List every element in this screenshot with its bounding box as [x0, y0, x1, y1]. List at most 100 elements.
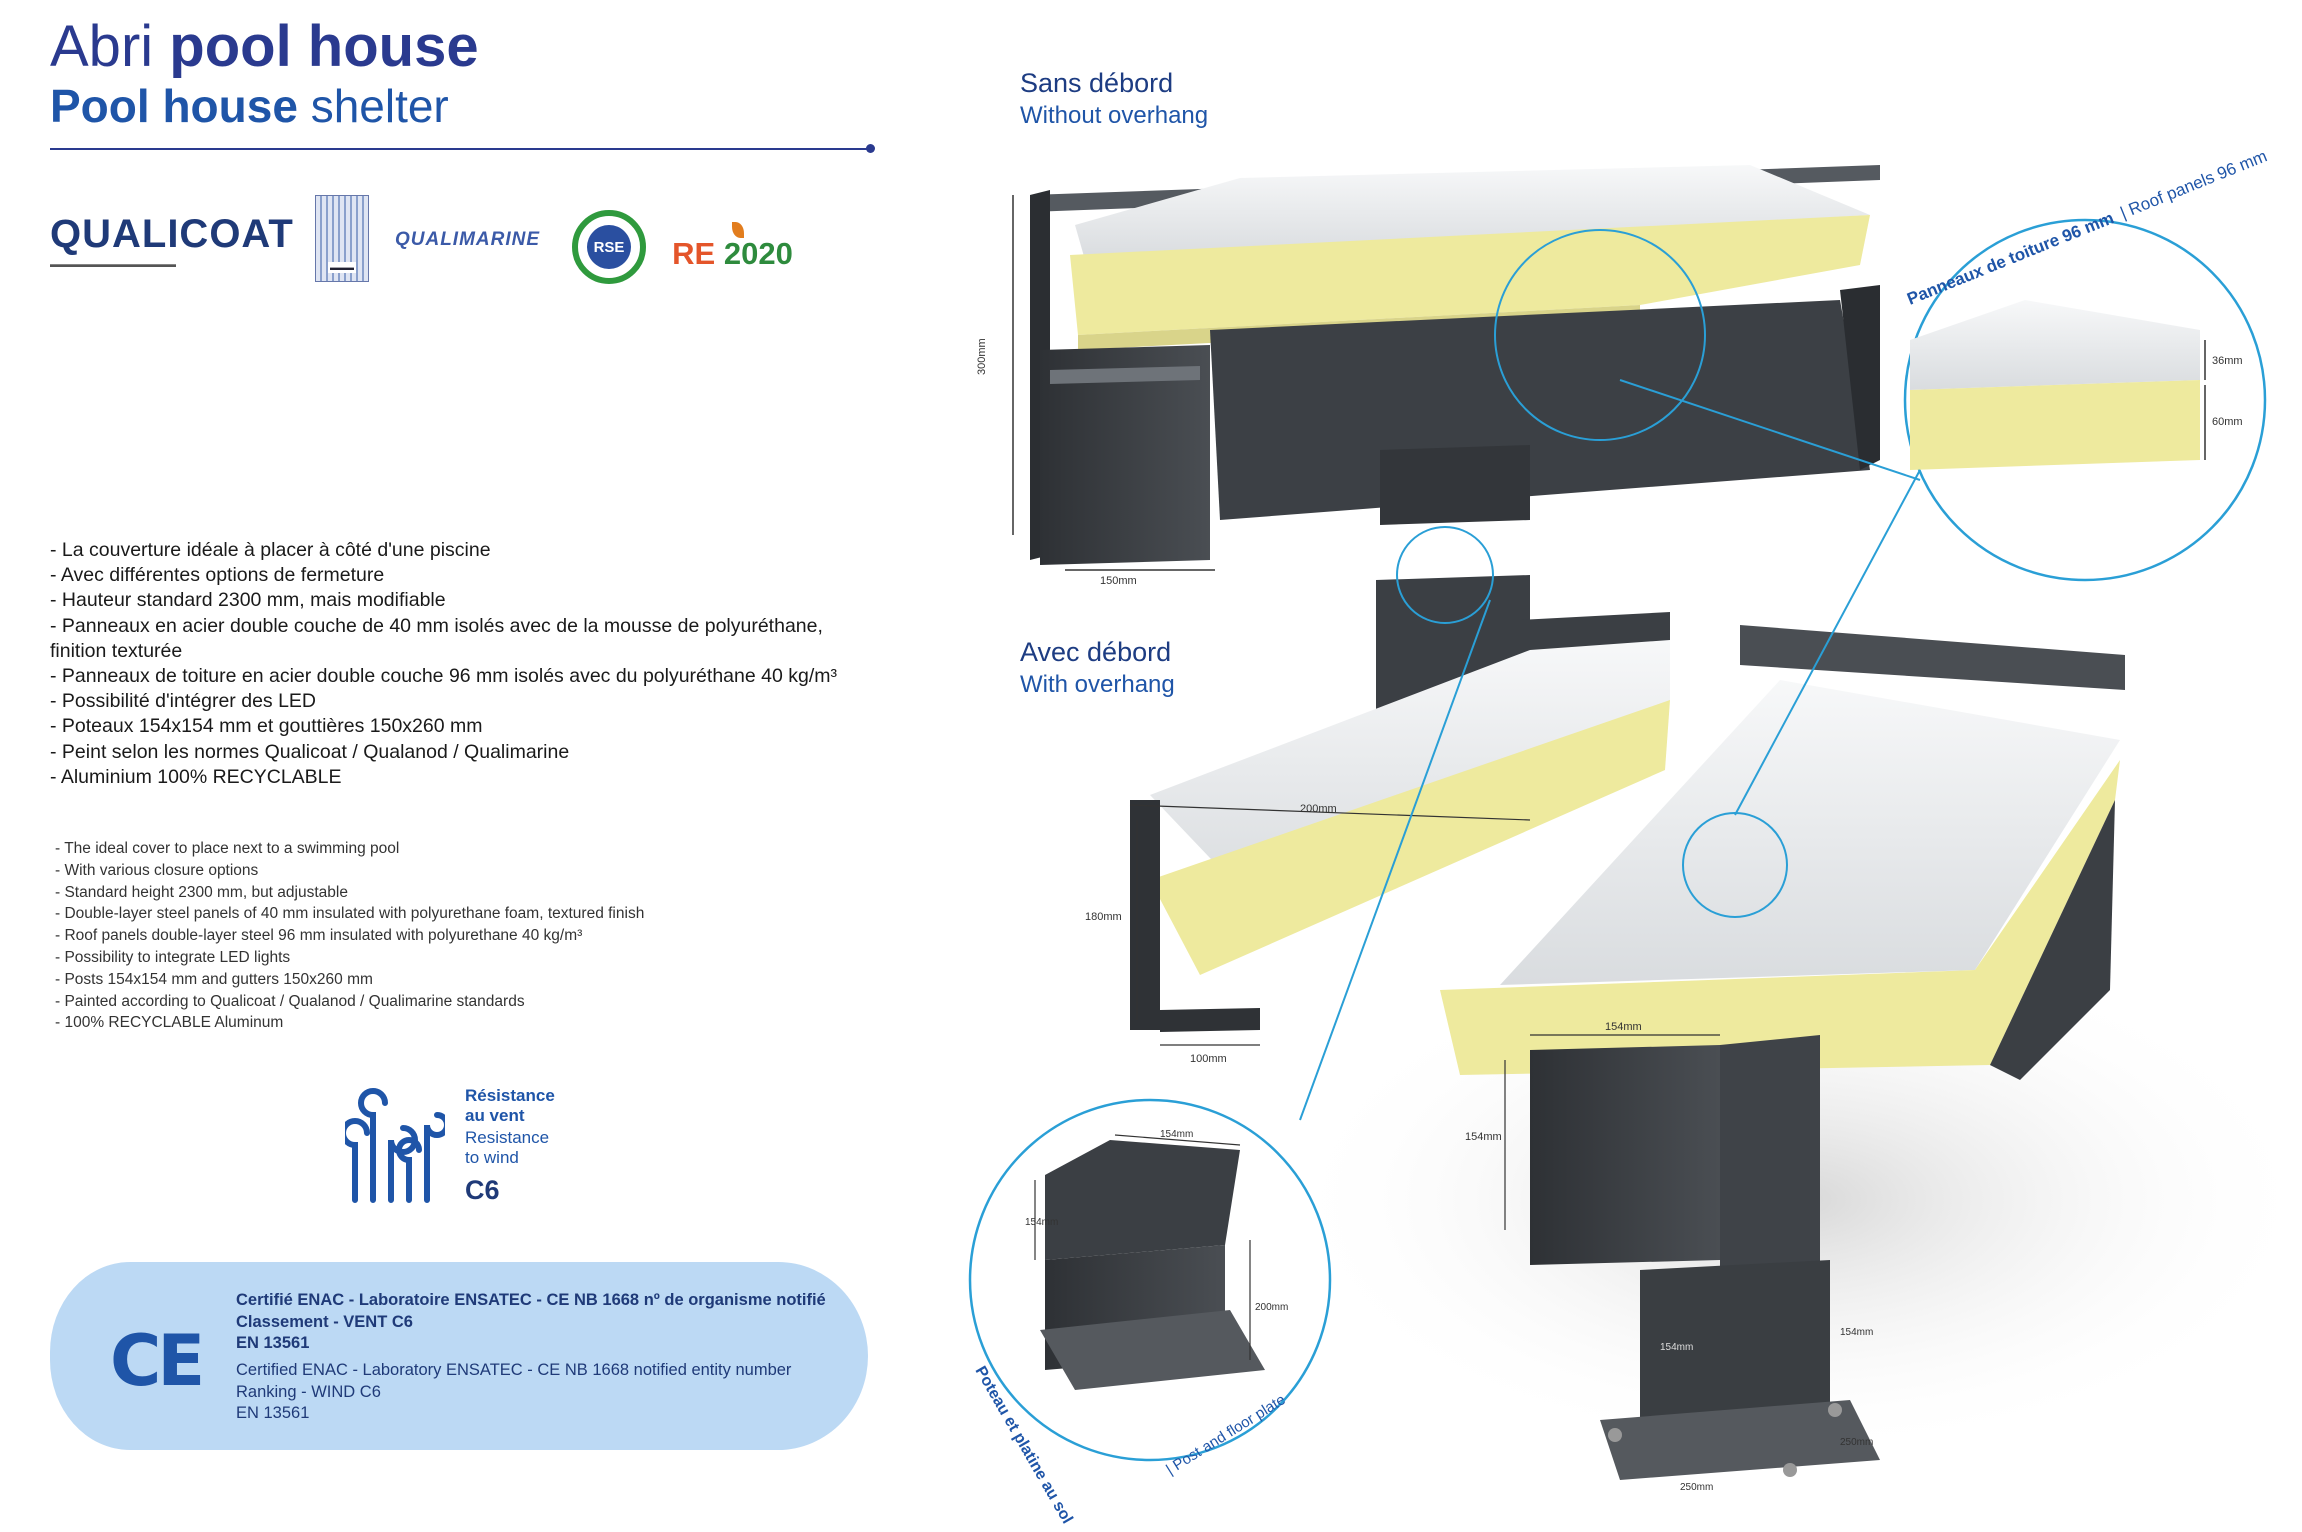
- dim-gutter-w: 150mm: [1100, 575, 1137, 587]
- dim-base-depth: 250mm: [1840, 1437, 1873, 1448]
- qualimarine-logo: QUALIMARINE: [395, 205, 539, 275]
- gutter-profile: [1040, 345, 1210, 565]
- page-subtitle: Pool house shelter: [50, 78, 449, 134]
- post-stub: [1380, 445, 1530, 525]
- dim-plate-w: 154mm: [1160, 1129, 1193, 1140]
- qualanod-logo: ▬▬▬: [315, 195, 369, 282]
- roof-detail-top: [1910, 300, 2200, 390]
- view-title-with-overhang-fr: Avec débord: [1020, 637, 1172, 667]
- dim-base-side: 154mm: [1840, 1327, 1873, 1338]
- ce-mark: CE: [110, 1320, 205, 1402]
- post-side: [1720, 1035, 1820, 1290]
- qualimarine-wordmark: QUALIMARINE: [394, 229, 541, 250]
- detail-floor-plate: [1040, 1310, 1265, 1390]
- subtitle-thin: shelter: [310, 80, 449, 132]
- cert-fr-line: EN 13561: [236, 1334, 310, 1352]
- base-plate: [1600, 1400, 1880, 1480]
- dim-post-h: 154mm: [1465, 1131, 1502, 1143]
- qualanod-seal-graphic: ▬▬▬: [328, 262, 356, 273]
- wind-label-fr: Résistance au vent: [465, 1086, 555, 1126]
- cert-en-line: Certified ENAC - Laboratory ENSATEC - CE…: [236, 1361, 792, 1379]
- title-divider-dot: [866, 144, 875, 153]
- roof-detail-connector: [1619, 379, 1921, 481]
- wind-class: C6: [465, 1175, 500, 1205]
- dim-panel-top: 36mm: [2212, 355, 2243, 367]
- qualicoat-subline-graphic: ▬▬▬▬▬▬▬▬▬▬▬▬▬▬: [50, 258, 176, 269]
- post-source-circle: [1396, 526, 1494, 624]
- feature-item-en: - The ideal cover to place next to a swi…: [55, 840, 400, 857]
- dim-overhang-w: 200mm: [1300, 803, 1337, 815]
- subtitle-bold: Pool house: [50, 80, 298, 132]
- feature-item-fr: - La couverture idéale à placer à côté d…: [50, 539, 491, 561]
- dim-overhang-h: 180mm: [1085, 911, 1122, 923]
- left-gutter-end: [1130, 800, 1160, 1030]
- post-floor-plate-detail: [968, 1098, 1332, 1462]
- re2020-re: RE: [672, 236, 716, 271]
- gutter-rib: [1050, 366, 1200, 384]
- features-english: - The ideal cover to place next to a swi…: [55, 838, 885, 1034]
- cert-en-line: Ranking - WIND C6: [236, 1382, 381, 1401]
- cert-fr-line: Classement - VENT C6: [236, 1312, 413, 1331]
- right-beam: [1990, 800, 2115, 1080]
- main-beam: [1210, 300, 1870, 520]
- qualicoat-logo: QUALICOAT ▬▬▬▬▬▬▬▬▬▬▬▬▬▬: [50, 205, 293, 275]
- feature-item-en: - Double-layer steel panels of 40 mm ins…: [55, 905, 645, 923]
- feature-item-en: - Possibility to integrate LED lights: [55, 948, 291, 966]
- beam-end: [1840, 285, 1880, 470]
- without-overhang-assembly: [1012, 165, 1880, 571]
- dim-line-overhang-w: [1129, 804, 1531, 821]
- base-post: [1640, 1260, 1830, 1440]
- wind-fr-line2: au vent: [465, 1106, 525, 1125]
- feature-item-en: - 100% RECYCLABLE Aluminum: [55, 1014, 284, 1032]
- dim-base-w: 250mm: [1680, 1482, 1713, 1493]
- title-bold: pool house: [169, 14, 479, 79]
- feature-item-fr: - Peint selon les normes Qualicoat / Qua…: [50, 740, 570, 763]
- feature-item-en: - Standard height 2300 mm, but adjustabl…: [55, 883, 348, 901]
- re2020-year: 2020: [723, 236, 793, 271]
- right-back-rail: [1740, 625, 2125, 690]
- dim-plate-d: 154mm: [1025, 1217, 1058, 1228]
- certification-box: [50, 1262, 868, 1450]
- wind-label-en: Resistance to wind: [465, 1128, 549, 1168]
- qualicoat-wordmark: QUALICOAT: [50, 211, 294, 256]
- detail-post-top: [1045, 1140, 1240, 1260]
- dim-line-plate-w: [1114, 1134, 1241, 1146]
- cert-fr-line: Certifié ENAC - Laboratoire ENSATEC - CE…: [236, 1291, 826, 1309]
- dim-gutter-h: 300mm: [976, 338, 988, 375]
- wind-en-line2: to wind: [465, 1148, 519, 1167]
- title-thin: Abri: [50, 14, 154, 79]
- post-detail-connector: [1299, 599, 1491, 1121]
- view-title-with-overhang-en: With overhang: [1020, 671, 1175, 698]
- view-title-without-overhang-en: Without overhang: [1020, 102, 1209, 129]
- feature-item-en: - Painted according to Qualicoat / Quala…: [55, 992, 525, 1010]
- feature-item-fr: - Aluminium 100% RECYCLABLE: [50, 765, 342, 788]
- roof-foam-band: [1070, 215, 1870, 335]
- dim-panel-bottom: 60mm: [2212, 416, 2243, 428]
- feature-item-fr: - Panneaux en acier double couche de 40 …: [50, 614, 823, 662]
- roof-detail-source-circle: [1494, 229, 1706, 441]
- title-divider: [50, 148, 870, 150]
- page-title: Abri pool house: [50, 14, 479, 80]
- dim-overhang-d: 100mm: [1190, 1053, 1227, 1065]
- features-french: - La couverture idéale à placer à côté d…: [50, 538, 880, 790]
- certification-text-fr: Certifié ENAC - Laboratoire ENSATEC - CE…: [236, 1290, 856, 1355]
- cert-en-line: EN 13561: [236, 1404, 310, 1422]
- feature-item-fr: - Possibilité d'intégrer des LED: [50, 690, 317, 713]
- re2020-logo: RE 2020: [670, 222, 795, 278]
- right-roof-foam: [1440, 760, 2120, 1075]
- roof-panel-top: [1075, 165, 1870, 260]
- technical-illustration: 300mm 150mm 36mm 60mm Panneaux de toitur…: [968, 150, 2302, 1527]
- right-roof-panel: [1500, 680, 2120, 985]
- wind-resistance-icon: [345, 1088, 445, 1203]
- feature-item-fr: - Hauteur standard 2300 mm, mais modifia…: [50, 589, 446, 612]
- feature-item-en: - Roof panels double-layer steel 96 mm i…: [55, 927, 583, 945]
- dim-plate-h: 200mm: [1255, 1302, 1288, 1313]
- view-title-without-overhang-fr: Sans débord: [1020, 68, 1174, 98]
- feature-item-fr: - Poteaux 154x154 mm et gouttières 150x2…: [50, 715, 483, 738]
- roof-callout-en: | Roof panels 96 mm: [2117, 150, 2269, 223]
- roof-detail-foam: [1910, 380, 2200, 470]
- left-gutter-base: [1160, 1008, 1260, 1032]
- left-roof-foam: [1150, 700, 1670, 975]
- dim-base-top: 154mm: [1660, 1342, 1693, 1353]
- leaf-icon: [732, 222, 744, 238]
